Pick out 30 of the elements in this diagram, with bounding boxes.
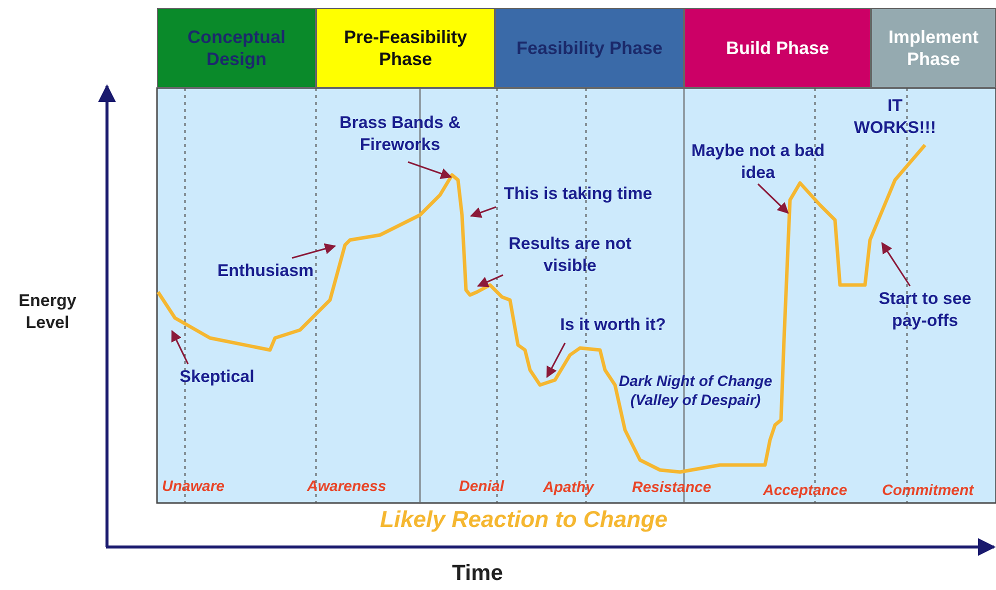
curve-annotation: This is taking time (478, 183, 678, 205)
stage-label: Apathy (543, 479, 594, 496)
curve-annotation: Start to see pay-offs (860, 288, 990, 332)
phase-band: Conceptual Design (157, 8, 316, 88)
leader-arrow (881, 242, 911, 286)
leader-arrow (476, 274, 504, 288)
curve-annotation: Skeptical (162, 366, 272, 388)
stage-label: Unaware (162, 478, 225, 495)
phase-band: Feasibility Phase (495, 8, 684, 88)
stage-label: Awareness (307, 478, 386, 495)
curve-annotation: Enthusiasm (198, 260, 333, 282)
stage-label: Commitment (882, 482, 974, 499)
curve-annotation: IT WORKS!!! (852, 95, 938, 139)
phase-band: Implement Phase (871, 8, 996, 88)
stage-label: Acceptance (763, 482, 848, 499)
axis-title: Likely Reaction to Change (380, 506, 668, 533)
leader-arrow (470, 206, 496, 218)
phase-band: Build Phase (684, 8, 871, 88)
leader-arrow (408, 161, 452, 179)
curve-annotation: Maybe not a bad idea (688, 140, 828, 184)
phase-band: Pre-Feasibility Phase (316, 8, 495, 88)
curve-annotation: Is it worth it? (558, 314, 668, 336)
leader-arrow (171, 330, 189, 364)
leader-arrow (757, 183, 789, 214)
stage-label: Denial (459, 478, 504, 495)
axis-title: Time (452, 562, 503, 584)
leader-arrow (546, 342, 566, 378)
curve-annotation: Results are not visible (500, 233, 640, 277)
leader-arrow (292, 243, 336, 259)
axis-title: Energy Level (18, 290, 78, 334)
